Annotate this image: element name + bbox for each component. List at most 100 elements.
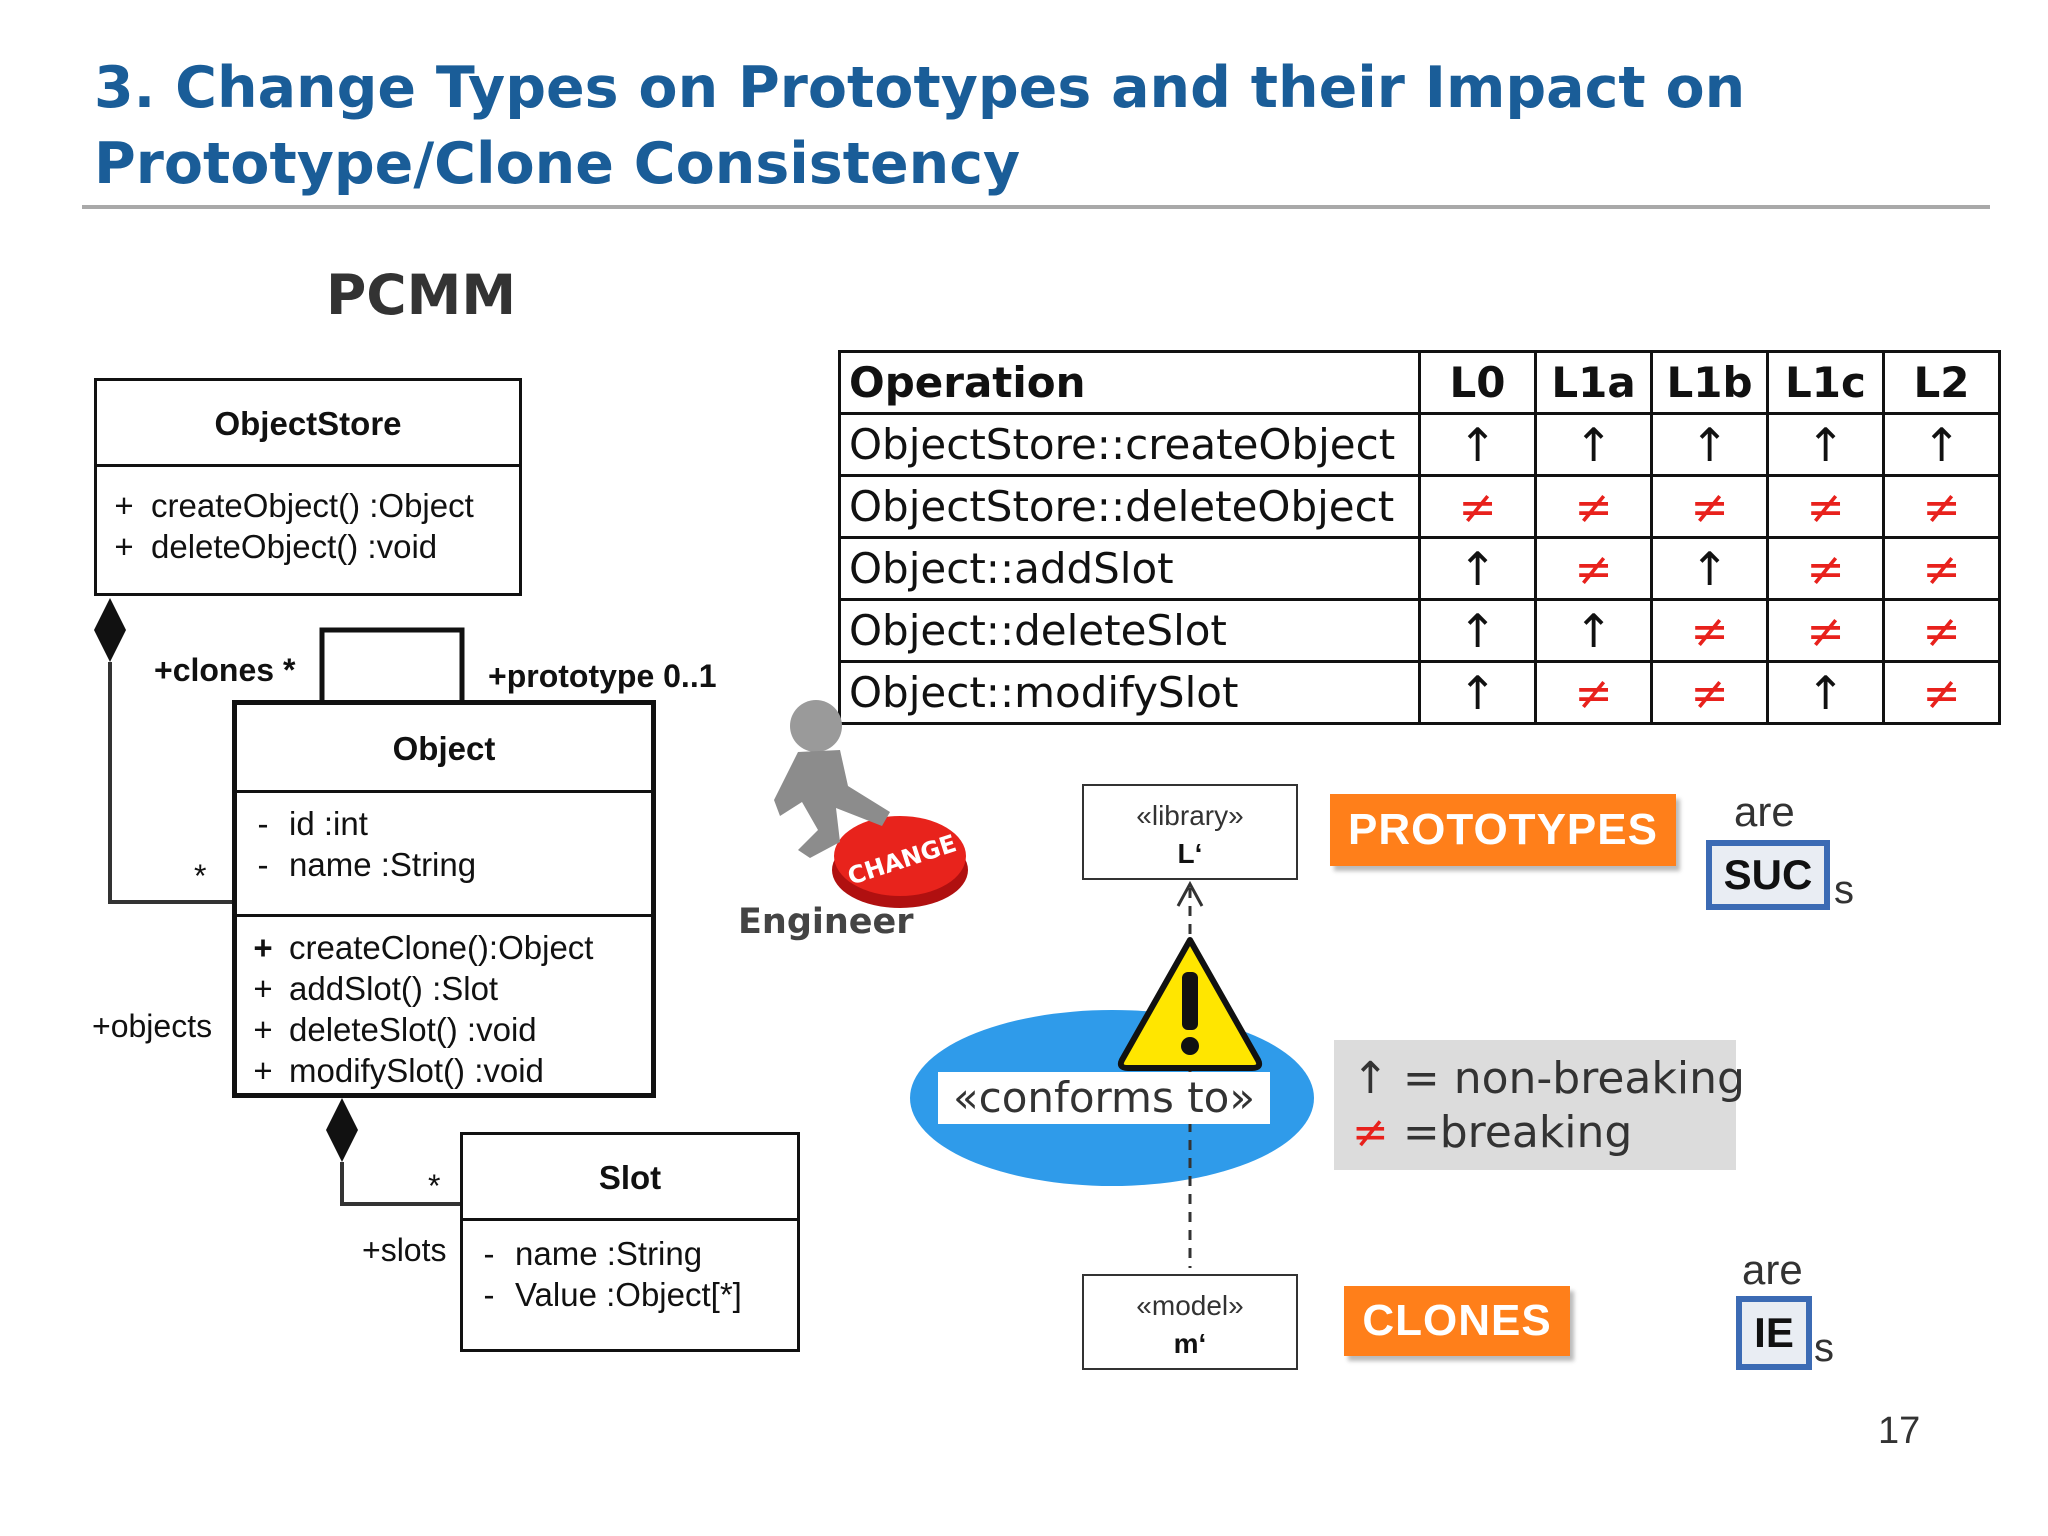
objectstore-operations: + createObject() :Object + deleteObject(… [97,467,519,567]
operation-signature: createClone():Object [289,929,594,966]
visibility-marker: - [483,1235,495,1272]
slot-class: Slot - name :String - Value :Object[*] [460,1132,800,1352]
attribute-row: - Value :Object[*] [463,1274,797,1315]
impact-cell: ↑ [1418,536,1537,601]
impact-cell: ≠ [1534,474,1653,539]
visibility-marker: + [114,487,134,524]
impact-cell: ≠ [1882,660,2001,725]
slot-class-name: Slot [463,1135,797,1221]
impact-cell: ↑ [1418,412,1537,477]
impact-cell: ≠ [1534,536,1653,601]
slots-role-label: +slots [362,1232,447,1268]
ie-suffix: s [1814,1326,1834,1370]
visibility-marker: + [253,970,273,1007]
conforms-to-label: «conforms to» [938,1072,1270,1124]
operation-row: + deleteObject() :void [97,526,519,567]
composition-diamond-objectstore [94,598,126,662]
operation-row: + modifySlot() :void [237,1050,651,1091]
engineer-body [774,750,890,858]
prototypes-badge: PROTOTYPES [1330,794,1676,866]
object-class-name: Object [237,705,651,793]
slots-multiplicity: * [428,1168,441,1204]
legend-non-breaking: ↑ = non-breaking [1352,1052,1745,1106]
self-association-line [319,627,465,700]
impact-cell: ↑ [1534,412,1653,477]
operation-row: + deleteSlot() :void [237,1009,651,1050]
operation-signature: deleteObject() :void [151,528,438,565]
legend-breaking: ≠ =breaking [1352,1106,1736,1160]
object-attributes: - id :int - name :String [237,793,651,914]
not-equal-icon: ≠ [1352,1107,1389,1158]
visibility-marker: + [253,1052,273,1089]
objects-role-label: +objects [92,1008,213,1044]
legend-non-breaking-text: = non-breaking [1388,1053,1745,1104]
visibility-marker: - [257,805,269,842]
change-button-top [834,816,966,896]
pcmm-heading: PCMM [326,263,517,327]
header-l1a: L1a [1534,350,1653,415]
operation-row: + addSlot() :Slot [237,968,651,1009]
slide-title: 3. Change Types on Prototypes and their … [94,50,1994,202]
object-operations: + createClone():Object + addSlot() :Slot… [237,914,651,1091]
visibility-marker: - [257,846,269,883]
library-name: L‘ [1177,838,1203,869]
table-row: Object::addSlot ↑ ≠ ↑ ≠ ≠ [838,536,2001,601]
visibility-marker: + [253,1011,273,1048]
objectstore-class: ObjectStore + createObject() :Object + d… [94,378,522,596]
objects-multiplicity: * [194,858,207,894]
attribute-row: - name :String [237,844,651,885]
attribute-row: - name :String [463,1233,797,1274]
impact-cell: ↑ [1534,598,1653,663]
operation-name: Object::addSlot [838,536,1421,601]
impact-cell: ≠ [1766,598,1885,663]
are-label-2: are [1742,1246,1803,1293]
header-operation: Operation [838,350,1421,415]
impact-cell: ≠ [1766,536,1885,601]
suc-suffix: s [1834,868,1854,912]
impact-cell: ≠ [1650,660,1769,725]
composition-diamond-object [326,1098,358,1162]
header-l2: L2 [1882,350,2001,415]
impact-cell: ↑ [1650,412,1769,477]
attribute-signature: Value :Object[*] [515,1276,742,1313]
objects-association-line [108,662,232,904]
impact-cell: ≠ [1418,474,1537,539]
slot-attributes: - name :String - Value :Object[*] [463,1221,797,1315]
attribute-row: - id :int [237,803,651,844]
impact-cell: ≠ [1882,474,2001,539]
slide-title-line1: 3. Change Types on Prototypes and their … [94,55,1746,121]
operation-row: + createClone():Object [237,927,651,968]
impact-cell: ↑ [1418,598,1537,663]
operation-signature: modifySlot() :void [289,1052,544,1089]
impact-cell: ↑ [1418,660,1537,725]
impact-cell: ↑ [1650,536,1769,601]
model-stereotype: «model» [1136,1290,1244,1321]
clones-badge: CLONES [1344,1286,1570,1356]
header-l0: L0 [1418,350,1537,415]
table-row: ObjectStore::createObject ↑ ↑ ↑ ↑ ↑ [838,412,2001,477]
prototype-role-label: +prototype 0..1 [488,658,717,694]
impact-cell: ≠ [1534,660,1653,725]
attribute-signature: name :String [515,1235,703,1272]
object-class: Object - id :int - name :String + create… [232,700,656,1098]
legend: ↑ = non-breaking ≠ =breaking [1334,1040,1745,1170]
up-arrow-icon: ↑ [1352,1053,1389,1104]
page-number: 17 [1878,1410,1921,1452]
visibility-marker: - [483,1276,495,1313]
visibility-marker: + [253,929,273,966]
attribute-signature: id :int [289,805,368,842]
impact-cell: ↑ [1766,660,1885,725]
model-name: m‘ [1173,1328,1207,1359]
impact-cell: ≠ [1650,474,1769,539]
engineer-label: Engineer [738,902,914,942]
model-box: «model» m‘ [1082,1274,1298,1370]
impact-cell: ≠ [1766,474,1885,539]
table-header-row: Operation L0 L1a L1b L1c L2 [838,350,2001,415]
impact-cell: ↑ [1882,412,2001,477]
header-l1c: L1c [1766,350,1885,415]
operation-name: Object::modifySlot [838,660,1421,725]
are-label-1: are [1734,788,1795,835]
header-l1b: L1b [1650,350,1769,415]
library-box: «library» L‘ [1082,784,1298,880]
